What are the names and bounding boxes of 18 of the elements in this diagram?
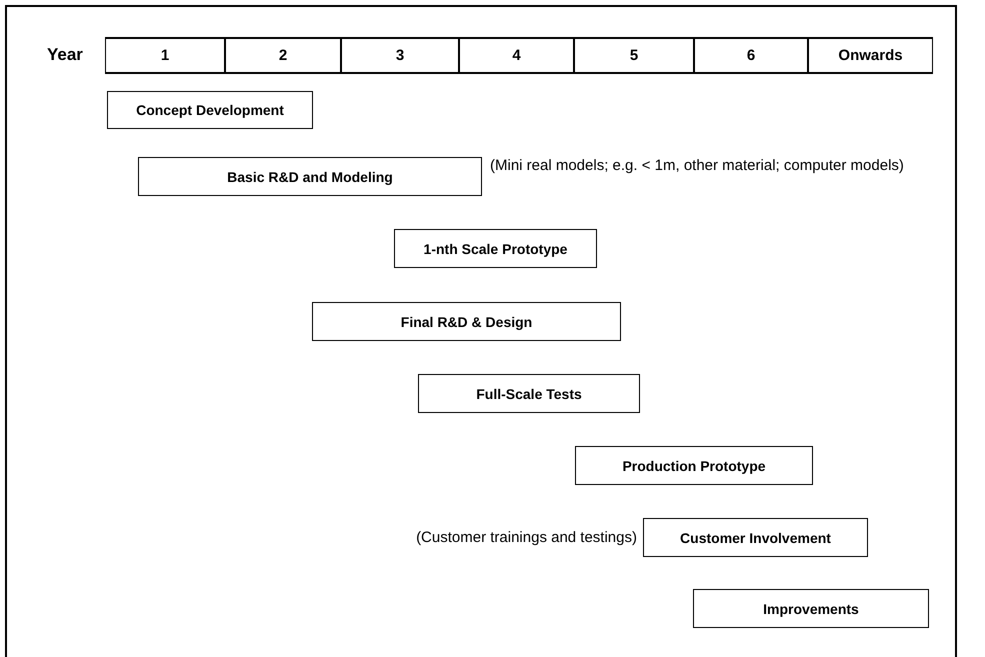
phase-box: Full-Scale Tests [418, 374, 640, 413]
note-text: (Customer trainings and testings) [415, 528, 637, 547]
phase-box: Customer Involvement [643, 518, 868, 557]
phase-box: 1-nth Scale Prototype [394, 229, 597, 268]
year-cell: Onwards [808, 37, 933, 74]
phase-box: Basic R&D and Modeling [138, 157, 482, 196]
phase-box: Improvements [693, 589, 929, 628]
year-cell: 4 [459, 37, 574, 74]
year-cell: 2 [225, 37, 341, 74]
year-cell: 5 [574, 37, 694, 74]
phase-box: Production Prototype [575, 446, 813, 485]
phase-box: Concept Development [107, 91, 313, 129]
axis-label: Year [47, 45, 83, 65]
year-cell: 1 [105, 37, 225, 74]
year-cell: 6 [694, 37, 808, 74]
phase-box: Final R&D & Design [312, 302, 621, 341]
year-cell: 3 [341, 37, 459, 74]
note-text: (Mini real models; e.g. < 1m, other material; computer models) [490, 156, 905, 175]
